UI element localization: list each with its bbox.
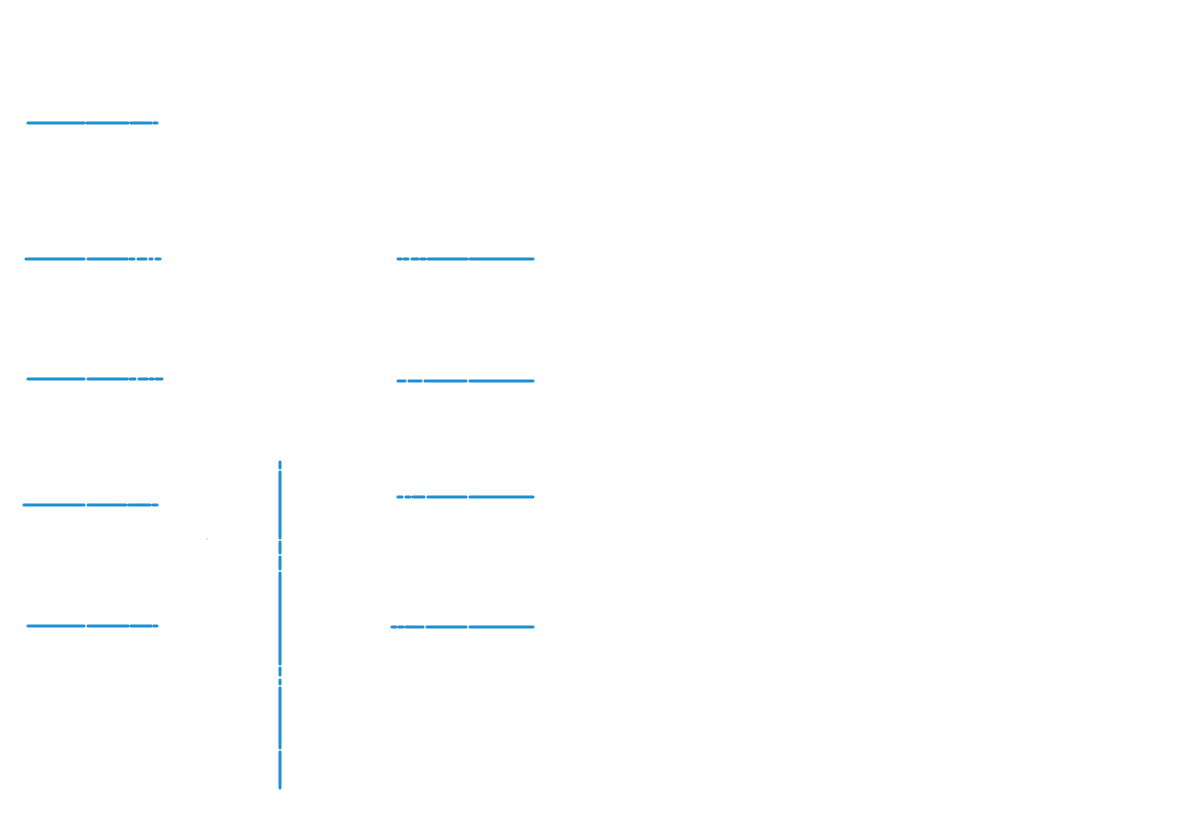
stray-dot: [206, 538, 208, 540]
